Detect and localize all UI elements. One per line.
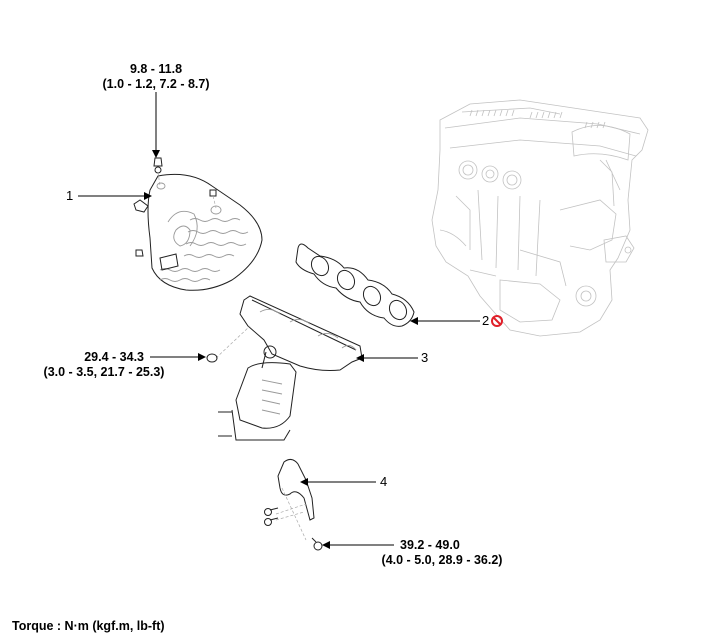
bracket-illustration [264, 458, 323, 551]
part-number-3: 3 [421, 350, 429, 365]
gasket-illustration [295, 243, 415, 327]
torque-label-top: 9.8 - 11.8 (1.0 - 1.2, 7.2 - 8.7) [96, 62, 216, 92]
part-number-1: 1 [66, 188, 74, 203]
torque-value-nm: 9.8 - 11.8 [129, 62, 183, 76]
do-not-reuse-icon [491, 315, 503, 327]
torque-unit-legend: Torque : N·m (kgf.m, lb-ft) [12, 619, 165, 633]
torque-label-nut: 29.4 - 34.3 (3.0 - 3.5, 21.7 - 25.3) [30, 350, 178, 380]
engine-illustration [431, 99, 649, 337]
torque-value-alt: (1.0 - 1.2, 7.2 - 8.7) [102, 77, 210, 91]
leader-lines [78, 92, 480, 549]
part-number-4: 4 [380, 474, 388, 489]
torque-value-alt: (3.0 - 3.5, 21.7 - 25.3) [43, 365, 165, 379]
part-number-2: 2 [482, 313, 490, 328]
heat-protector-illustration [133, 157, 263, 291]
manifold-nut-illustration [206, 353, 218, 363]
torque-value-nm: 39.2 - 49.0 [400, 538, 460, 552]
torque-label-bracket-bolt: 39.2 - 49.0 (4.0 - 5.0, 28.9 - 36.2) [368, 538, 516, 568]
torque-value-alt: (4.0 - 5.0, 28.9 - 36.2) [381, 553, 503, 567]
exhaust-manifold-illustration [215, 295, 363, 441]
torque-value-nm: 29.4 - 34.3 [84, 350, 144, 364]
